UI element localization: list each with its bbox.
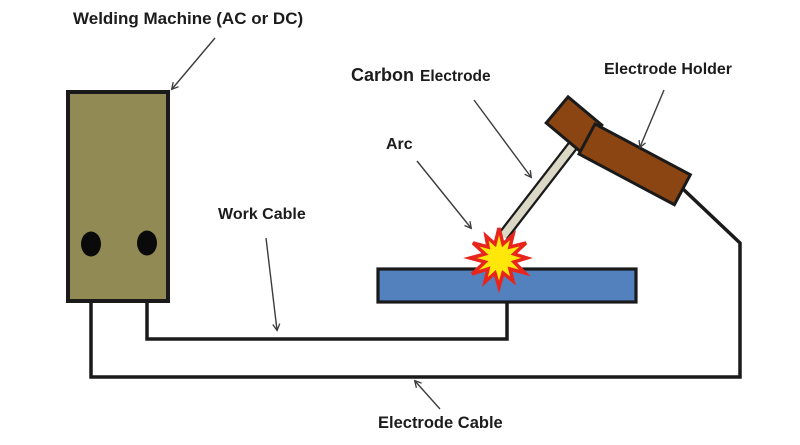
carbon-electrode-pointer-arrow	[473, 99, 533, 179]
work-cable-pointer-arrow	[265, 237, 281, 332]
arc-starburst	[463, 227, 533, 294]
electrode-cable-label: Electrode Cable	[378, 414, 503, 432]
work-cable-label: Work Cable	[218, 206, 306, 223]
arc-pointer-arrow	[416, 160, 473, 230]
carbon-electrode-label-word1: Carbon	[351, 65, 414, 85]
welding-machine-body	[66, 90, 170, 303]
welding-machine-pointer-arrow	[170, 37, 216, 91]
machine-terminal-left	[81, 231, 101, 257]
carbon-electrode-label: Carbon Electrode	[351, 65, 491, 86]
electrode-cable-line	[89, 187, 742, 379]
electrode-holder-label: Electrode Holder	[604, 61, 733, 78]
welding-machine-label: Welding Machine (AC or DC)	[73, 9, 304, 28]
carbon-electrode-label-word2: Electrode	[420, 68, 491, 85]
electrode-holder-pointer-arrow	[638, 89, 665, 149]
arc-label: Arc	[386, 136, 413, 153]
electrode-cable-pointer-arrow	[413, 379, 441, 410]
carbon-electrode-rod	[500, 136, 581, 239]
electrode-holder-handle	[576, 121, 693, 207]
machine-terminal-right	[137, 230, 157, 256]
